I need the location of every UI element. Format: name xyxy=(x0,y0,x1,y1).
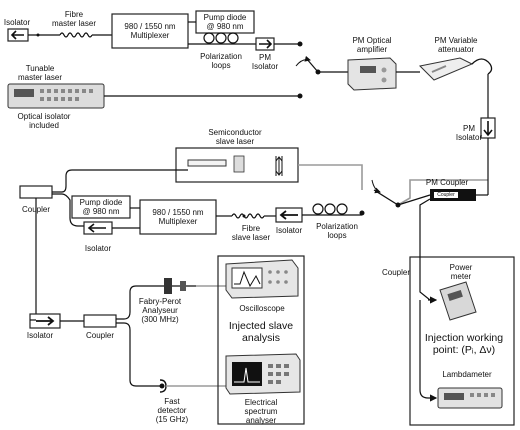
injected-slave-analysis-box xyxy=(217,255,305,425)
pm-coupler-device xyxy=(430,189,476,201)
coupler-left-label: Coupler xyxy=(21,205,50,214)
isolator-mid-left-label: Isolator xyxy=(84,244,112,253)
electrical-spectrum-analyser-device xyxy=(225,353,301,395)
isolator-top xyxy=(7,28,29,42)
isolator-mid-right xyxy=(275,207,303,223)
tunable-master-laser-device xyxy=(7,83,105,109)
coupler-bottom-label: Coupler xyxy=(85,331,114,340)
isolator-bottom xyxy=(29,313,61,329)
polarization-loops-mid-label: Polarization loops xyxy=(316,222,358,240)
fast-detector-label: Fast detector (15 GHz) xyxy=(155,397,189,424)
pm-isolator-right-label: PM Isolator xyxy=(455,124,483,142)
lambdameter-label: Lambdameter xyxy=(442,370,492,379)
fibre-slave-laser-label: Fibre slave laser xyxy=(231,224,271,242)
injected-slave-analysis-label: Injected slave analysis xyxy=(228,320,294,344)
coupler-right-fibre xyxy=(419,250,438,402)
coupler-bottom xyxy=(83,314,117,328)
lambdameter-device xyxy=(437,387,503,409)
polarization-loops-top xyxy=(203,32,239,44)
semiconductor-slave-laser-label: Semiconductor slave laser xyxy=(208,128,262,146)
pm-isolator-top xyxy=(255,37,275,51)
coupler-right-label: Coupler xyxy=(381,268,410,277)
optical-isolator-included-label: Optical isolator included xyxy=(17,112,71,130)
polarization-loops-top-label: Polarization loops xyxy=(200,52,242,70)
pump-diode-top-label: Pump diode @ 980 nm xyxy=(203,13,247,31)
pump-diode-mid xyxy=(71,195,131,219)
injection-working-point-label: Injection working point: (Pᵢ, Δν) xyxy=(424,332,504,356)
fabry-perot-analyser xyxy=(156,278,228,294)
power-meter-label: Power meter xyxy=(449,263,473,281)
optical-switch-mid xyxy=(359,179,401,216)
fabry-perot-label: Fabry-Perot Analyseur (300 MHz) xyxy=(138,297,182,324)
pump-diode-mid-label: Pump diode @ 980 nm xyxy=(79,198,123,216)
isolator-top-label: Isolator xyxy=(3,18,31,27)
pm-variable-attenuator-device xyxy=(418,57,474,81)
multiplexer-top-label: 980 / 1550 nm Multiplexer xyxy=(124,22,176,40)
isolator-bottom-label: Isolator xyxy=(26,331,54,340)
measurement-box-right xyxy=(409,256,515,426)
pm-variable-attenuator-label: PM Variable attenuator xyxy=(434,36,478,54)
multiplexer-mid-label: 980 / 1550 nm Multiplexer xyxy=(152,208,204,226)
coupler-left xyxy=(19,185,53,199)
multiplexer-mid xyxy=(139,199,217,235)
isolator-mid-left xyxy=(83,221,113,235)
pm-coupler-label: PM Coupler xyxy=(425,178,469,187)
multiplexer-top xyxy=(111,13,189,49)
oscilloscope-device xyxy=(225,259,299,299)
tunable-master-laser-label: Tunable master laser xyxy=(17,64,62,82)
power-meter-device xyxy=(439,281,477,321)
oscilloscope-label: Oscilloscope xyxy=(239,304,285,313)
electrical-spectrum-analyser-label: Electrical spectrum analyser xyxy=(244,398,278,425)
semiconductor-slave-laser-box xyxy=(175,147,299,183)
fibre-master-laser-label: Fibre master laser xyxy=(51,10,96,28)
pm-isolator-top-label: PM Isolator xyxy=(251,53,279,71)
fibre-slave-laser-coil xyxy=(216,213,276,219)
optical-switch-top xyxy=(295,55,321,75)
attenuator-output-coil xyxy=(471,58,493,75)
isolator-mid-right-label: Isolator xyxy=(275,226,303,235)
pm-coupler-chip-label: Coupler xyxy=(437,192,455,198)
polarization-loops-mid xyxy=(312,203,348,215)
pm-optical-amplifier-label: PM Optical amplifier xyxy=(352,36,392,54)
fibre-master-laser-coil xyxy=(28,32,112,38)
free-space-beam xyxy=(298,164,363,190)
pm-isolator-right xyxy=(480,117,496,139)
pm-optical-amplifier-device xyxy=(347,57,397,91)
